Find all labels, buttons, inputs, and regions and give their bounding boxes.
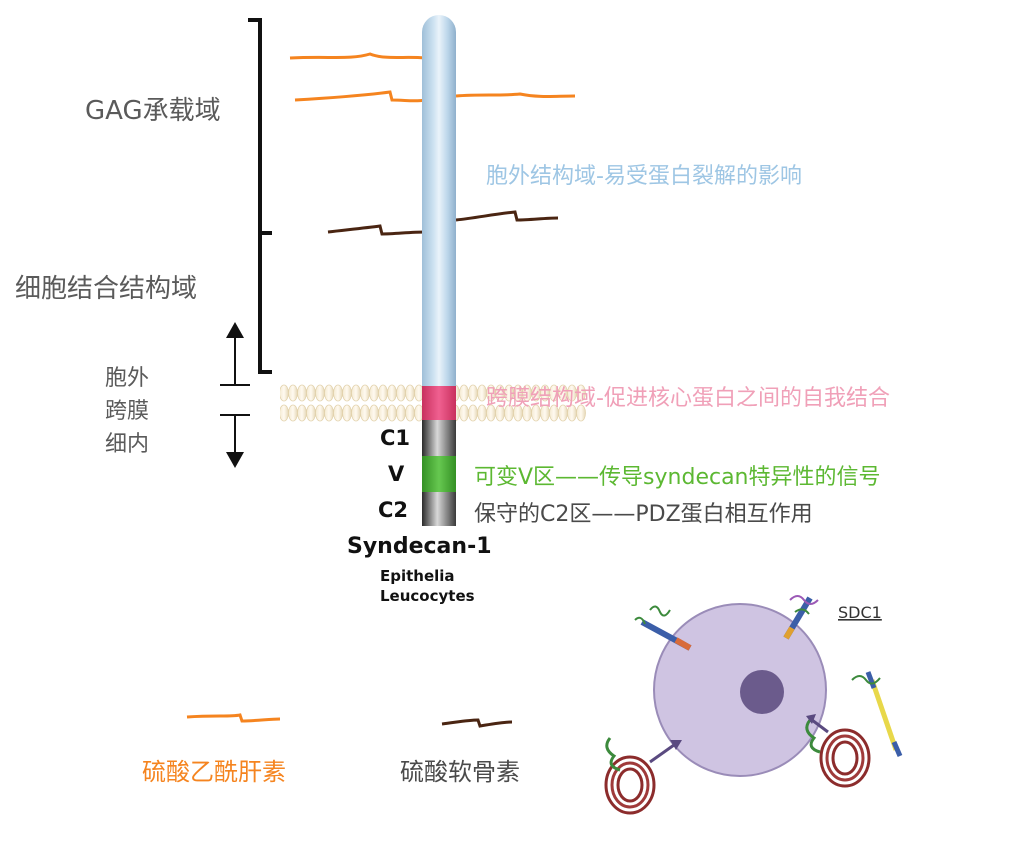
heparan-chain bbox=[294, 90, 426, 103]
nucleus bbox=[740, 670, 784, 714]
v-region-annotation: 可变V区——传导syndecan特异性的信号 bbox=[474, 465, 881, 490]
heparan-chain bbox=[455, 92, 576, 98]
cell-membrane bbox=[280, 384, 586, 422]
extracellular-annotation: 胞外结构域-易受蛋白裂解的影响 bbox=[486, 164, 802, 189]
tm-annotation: 跨膜结构域-促进核心蛋白之间的自我结合 bbox=[486, 386, 890, 411]
c1-block bbox=[422, 420, 456, 456]
chondroitin-chain bbox=[327, 224, 426, 236]
c1-label: C1 bbox=[380, 426, 411, 450]
c2-region-annotation: 保守的C2区——PDZ蛋白相互作用 bbox=[474, 502, 813, 527]
heparan-chain bbox=[289, 52, 426, 60]
cell-inset: SDC1 bbox=[604, 595, 903, 815]
lipid-head bbox=[576, 384, 586, 402]
membrane-syndecan bbox=[634, 605, 692, 651]
chondroitin-chain bbox=[455, 210, 559, 222]
chondroitin-legend-label: 硫酸软骨素 bbox=[400, 758, 520, 786]
heparan-legend-label: 硫酸乙酰肝素 bbox=[142, 758, 286, 786]
region-inside-label: 细内 bbox=[104, 432, 149, 457]
c2-block bbox=[422, 492, 456, 526]
shed-syndecan bbox=[851, 671, 903, 757]
lipid-head bbox=[576, 404, 586, 422]
chondroitin-legend-line bbox=[441, 718, 513, 728]
protein-name: Syndecan-1 bbox=[347, 534, 492, 559]
heparan-legend-line bbox=[186, 713, 281, 723]
transmembrane-block bbox=[422, 386, 456, 420]
cell-type-leucocytes: Leucocytes bbox=[380, 587, 475, 605]
v-block bbox=[422, 456, 456, 492]
v-label: V bbox=[388, 462, 405, 486]
region-tm-label: 跨膜 bbox=[104, 399, 149, 424]
cell-body bbox=[653, 603, 827, 777]
sdc1-label: SDC1 bbox=[838, 603, 882, 622]
coiled-ligand bbox=[604, 737, 682, 815]
coiled-ligand bbox=[805, 714, 871, 788]
region-outside-label: 胞外 bbox=[104, 366, 149, 391]
cell-binding-label: 细胞结合结构域 bbox=[15, 274, 198, 304]
cell-type-epithelia: Epithelia bbox=[380, 567, 455, 585]
membrane-syndecan bbox=[783, 595, 819, 640]
extracellular-domain bbox=[422, 15, 456, 387]
gag-domain-label: GAG承载域 bbox=[85, 96, 221, 126]
c2-label: C2 bbox=[378, 498, 409, 522]
